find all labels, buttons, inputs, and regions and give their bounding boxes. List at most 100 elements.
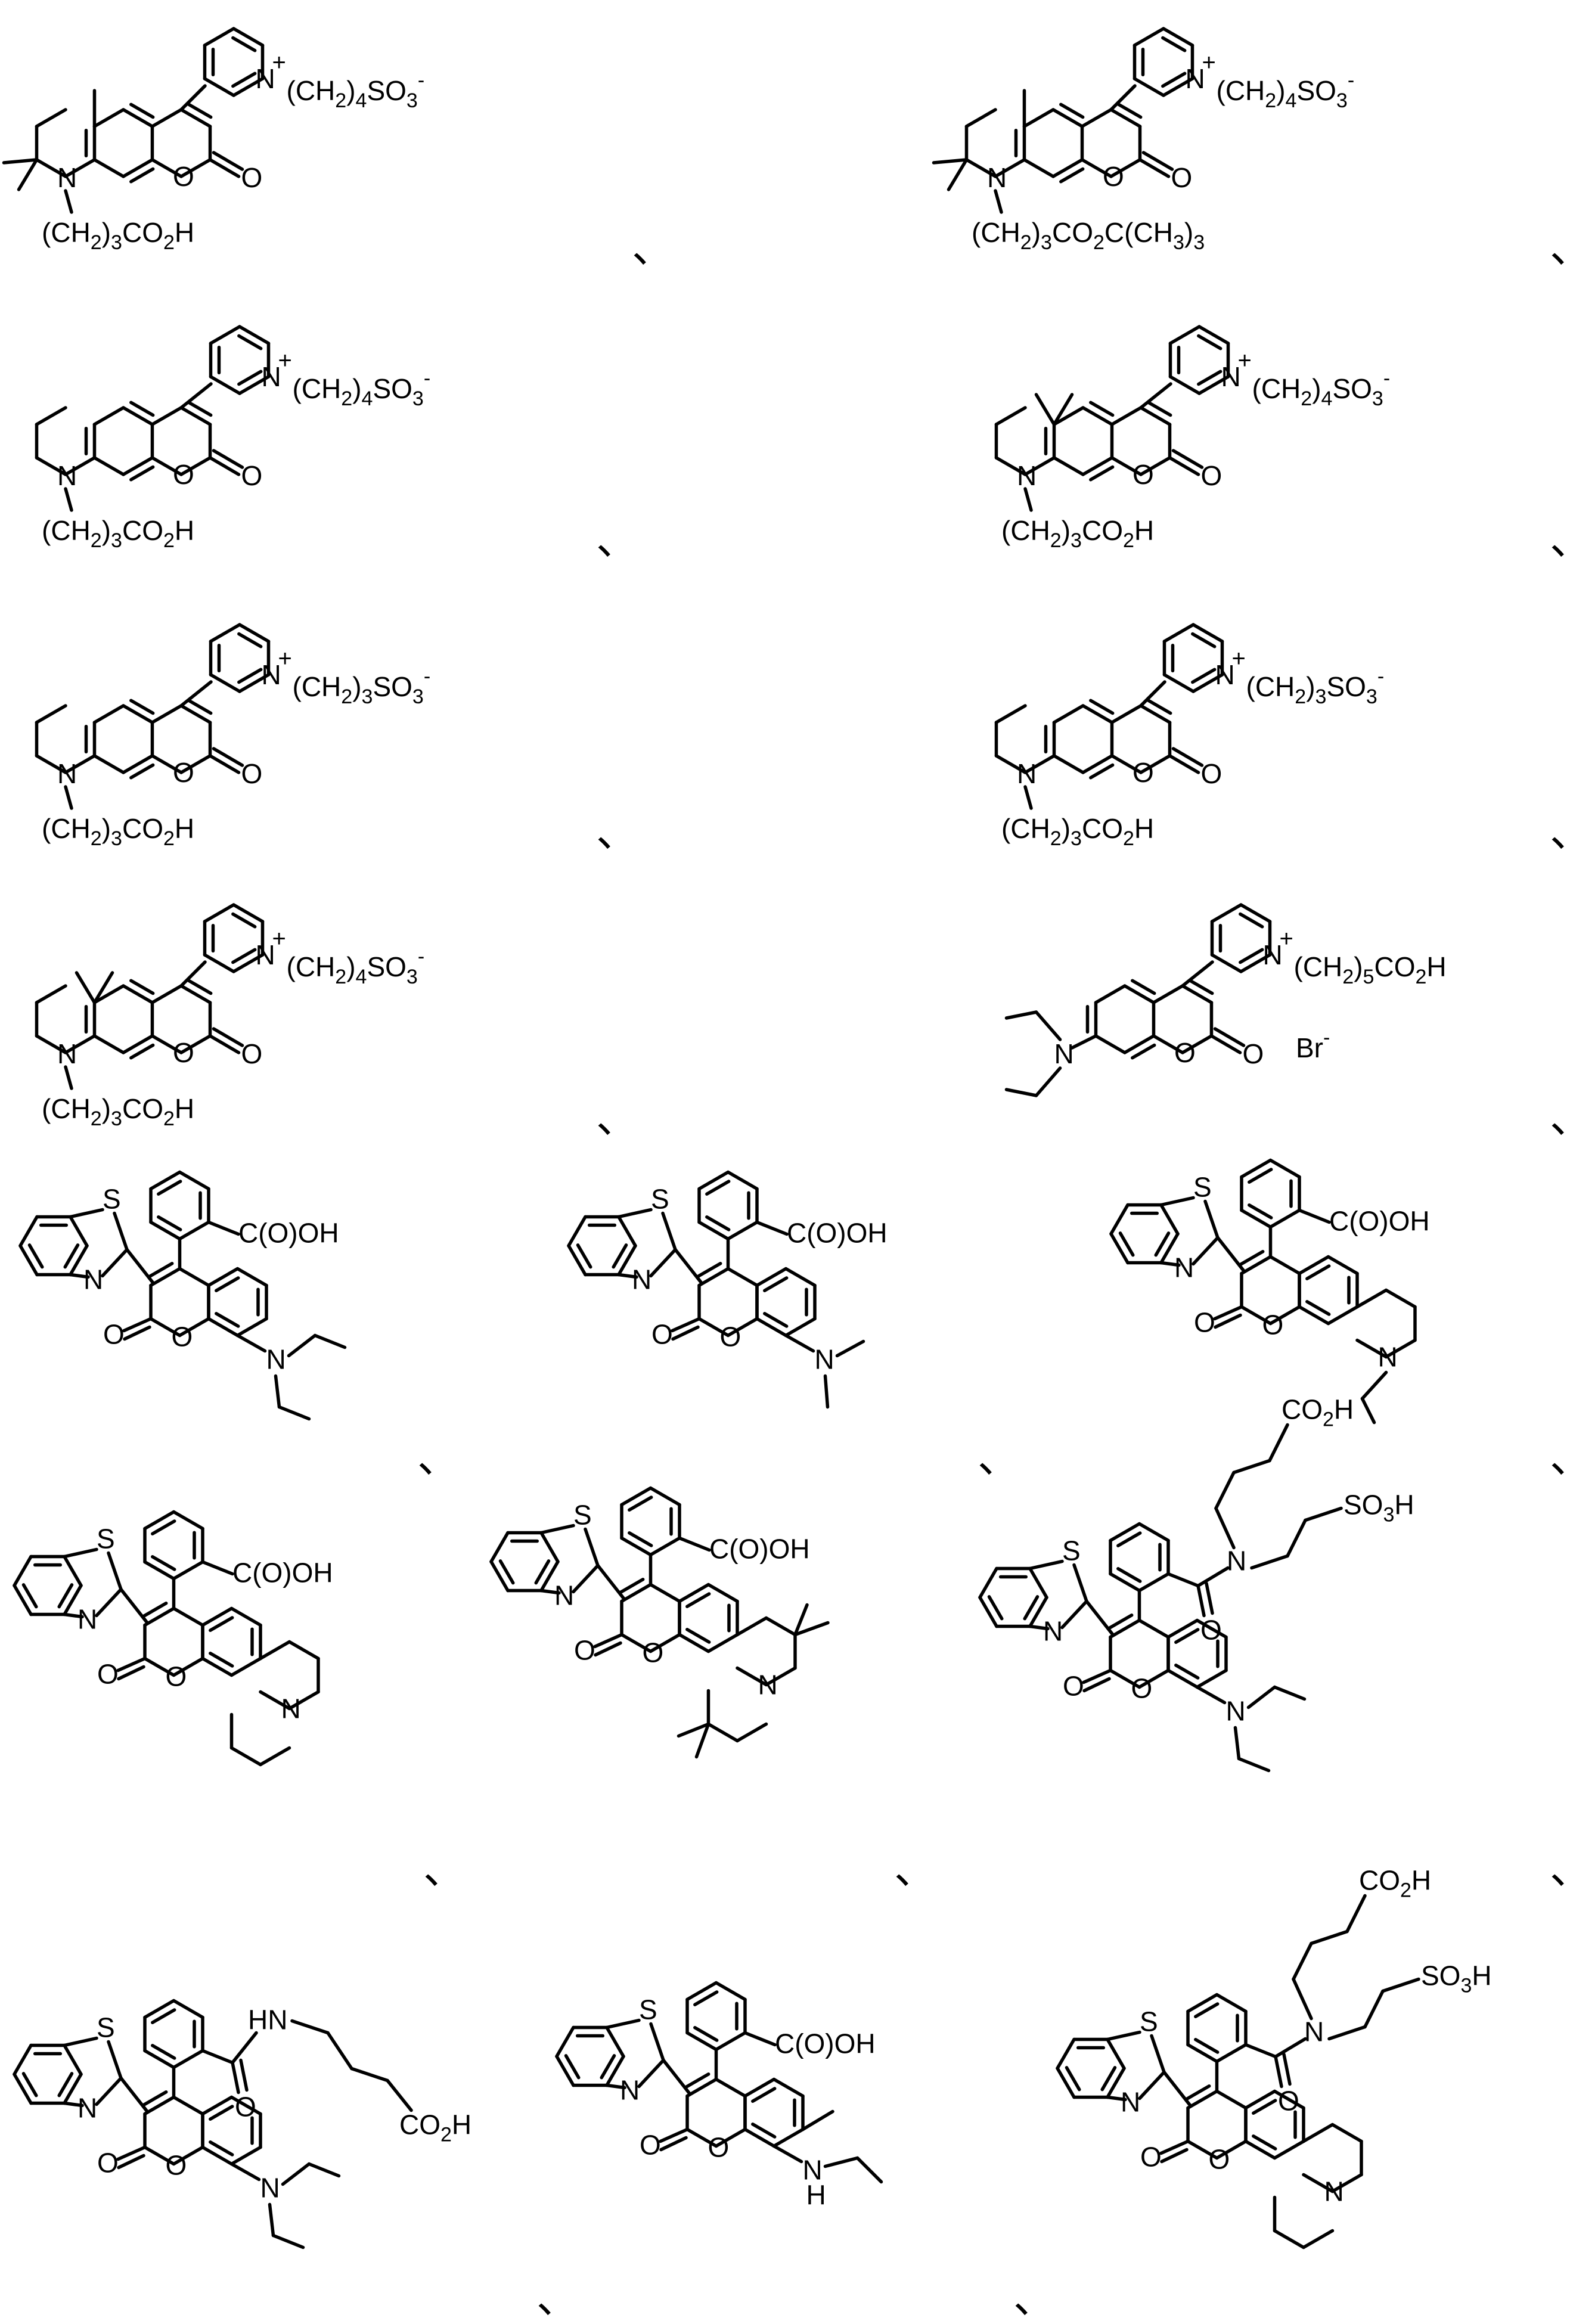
alkyl-chain-bond [352, 2069, 387, 2081]
benzo-ring-bond [786, 1319, 814, 1336]
methyl-bond [19, 160, 37, 190]
amine-nitrogen: N [814, 1344, 834, 1375]
biaryl-bond [121, 2078, 147, 2112]
pyridinium-ring-bond [1134, 79, 1163, 95]
thiazole-nitrogen: N [77, 2092, 97, 2123]
benzo-ring-bond [745, 2130, 774, 2146]
enumeration-comma: 、 [1550, 1095, 1570, 1141]
enumeration-comma: 、 [894, 1846, 936, 1892]
carbonyl-bond [1215, 1029, 1243, 1045]
saturated-ring-bond [1386, 1290, 1414, 1307]
benzo-ring-bond [231, 1609, 260, 1625]
benzo-ring-bond [203, 2148, 231, 2164]
thiazole-nitrogen: N [1121, 2086, 1140, 2117]
biaryl-bond [1183, 962, 1212, 986]
benzo-ring-bond [1053, 160, 1082, 176]
benzo-ring-bond [123, 986, 152, 1003]
pyridinium-ring-bond [1170, 377, 1199, 393]
amide-carbonyl-bond [1206, 1584, 1212, 1614]
butyl-chain-bond [1216, 1509, 1234, 1548]
benzo-ring-bond [1274, 2142, 1303, 2158]
benzo-ring-bond [1054, 458, 1082, 474]
ethyl-bond [1239, 1759, 1268, 1771]
phenyl-ring-bond [1188, 2045, 1217, 2062]
compound-6: OON(CH2)3CO2HN+(CH2)3SO3- [997, 625, 1385, 850]
amide-oxygen: O [1200, 1615, 1222, 1646]
benzo-ring-bond [1054, 756, 1082, 772]
benzo-ring-bond [1096, 986, 1124, 1003]
lactone-ring-bond [622, 1585, 650, 1602]
phenyl-ring-bond [179, 1172, 208, 1189]
ethyl-bond [309, 2164, 339, 2176]
benzothiazole-benzo-bond [14, 1557, 31, 1585]
phenyl-ring-bond [173, 1512, 202, 1529]
pyridinium-ring-bond [1212, 905, 1240, 921]
ethyl-bond [279, 1407, 309, 1419]
benzo-ring-bond [774, 2130, 802, 2146]
positive-charge: + [278, 646, 291, 672]
pyridinium-ring-bond [204, 79, 233, 95]
thiazole-bond [1030, 1562, 1062, 1569]
n-alkyl-substituent: (CH2)5CO2H [1293, 951, 1446, 988]
carbonyl-bond [213, 749, 242, 765]
amine-nitrogen: N [57, 162, 77, 193]
benzo-ring-bond [1024, 160, 1053, 176]
carbonyl-bond [213, 153, 242, 169]
carbonyl-oxygen: O [241, 758, 262, 789]
ethyl-bond [1362, 1373, 1386, 1399]
methyl-bond [76, 973, 94, 1003]
methyl-bond [837, 1342, 863, 1356]
enumeration-comma: 、 [1013, 2275, 1055, 2322]
benzo-ring-bond [1246, 2142, 1274, 2158]
ethyl-bond [1274, 1687, 1304, 1699]
butyl-chain-bond [1293, 1944, 1311, 1979]
carbonyl-bond [210, 1036, 238, 1053]
terminal-carboxylic-acid: CO2H [399, 2109, 471, 2146]
phenyl-ring-bond [728, 1172, 756, 1189]
benzo-ring-bond [1168, 1671, 1197, 1687]
biaryl-bond [127, 1250, 153, 1283]
thiazole-sulfur: S [573, 1500, 592, 1531]
phenyl-ring-bond [622, 1538, 650, 1555]
positive-charge: + [272, 49, 286, 76]
lactone-ring-bond [1110, 1621, 1139, 1637]
amine-nitrogen: N [1017, 460, 1037, 491]
benzo-ring-bond [231, 2148, 260, 2164]
saturated-ring-bond [260, 1642, 289, 1659]
benzo-ring-bond [786, 1269, 814, 1286]
benzothiazole-benzo-bond [64, 1557, 81, 1585]
ring-oxygen: O [1131, 1673, 1152, 1704]
pyridinium-ring-bond [240, 327, 268, 343]
thiazole-nitrogen: N [620, 2074, 640, 2105]
acid-bond [745, 2033, 775, 2045]
lactone-ring-bond [145, 2098, 173, 2114]
methyl-bond [934, 160, 967, 163]
acid-bond [757, 1222, 787, 1234]
benzo-ring-bond [1024, 110, 1053, 126]
pyridinium-ring-bond [1134, 29, 1163, 45]
benzo-ring-bond [679, 1585, 708, 1602]
lactone-ring-bond [1270, 1257, 1299, 1274]
pyranone-ring-bond [1112, 408, 1140, 424]
thiazole-sulfur: S [1140, 2006, 1158, 2037]
n-substituent: (CH2)3CO2H [42, 217, 194, 254]
lactone-ring-bond [699, 1269, 728, 1286]
ethyl-bond [1006, 1090, 1036, 1096]
carbonyl-oxygen: O [1200, 460, 1222, 491]
phenyl-ring-bond [151, 1172, 179, 1189]
benzo-ring-bond [1328, 1257, 1357, 1274]
carbonyl-oxygen: O [1171, 162, 1192, 193]
enumeration-comma: 、 [536, 2275, 578, 2322]
benzo-ring-bond [1125, 1036, 1153, 1053]
amine-bond [786, 1336, 813, 1351]
benzo-ring-bond [1246, 2092, 1274, 2108]
amine-bond [1197, 1687, 1224, 1703]
carboxylic-acid-group: C(O)OH [775, 2028, 876, 2059]
ring-oxygen: O [1103, 161, 1124, 192]
phenyl-ring-bond [1242, 1161, 1270, 1177]
pyranone-ring-bond [1153, 986, 1182, 1003]
ethyl-bond [1235, 1728, 1239, 1759]
pyridinium-ring-bond [210, 675, 239, 691]
phenyl-ring-bond [1139, 1574, 1168, 1591]
